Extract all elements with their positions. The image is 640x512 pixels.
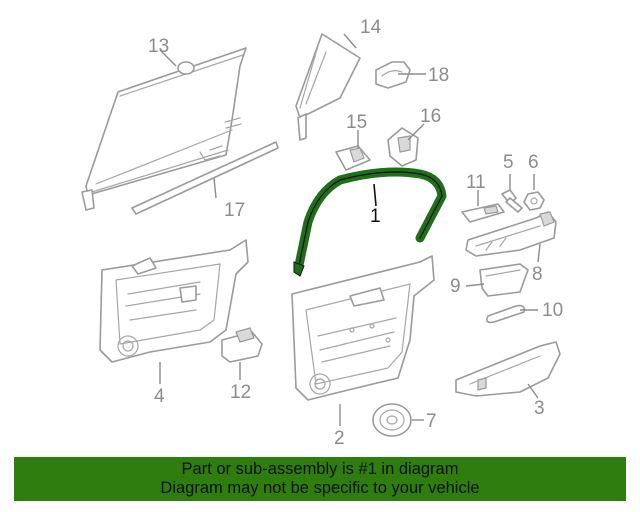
info-banner: Part or sub-assembly is #1 in diagram Di… (14, 457, 626, 501)
part-6-nut[interactable] (523, 191, 545, 211)
part-2-front-door-panel[interactable] (291, 255, 435, 401)
callout-16: 16 (420, 106, 441, 127)
callout-11: 11 (466, 172, 486, 193)
callout-10: 10 (542, 300, 563, 321)
banner-line-1: Part or sub-assembly is #1 in diagram (181, 460, 459, 478)
callout-4: 4 (154, 386, 165, 407)
callout-2: 2 (334, 428, 345, 449)
part-16-bracket[interactable] (387, 127, 419, 167)
parts-diagram: 13 14 18 15 16 17 1 5 6 11 8 9 10 4 12 2… (81, 17, 563, 449)
callout-15: 15 (346, 112, 367, 133)
callout-5: 5 (503, 152, 514, 173)
part-5-screw[interactable] (501, 189, 523, 213)
part-3-handle-trim[interactable] (455, 341, 561, 397)
callout-17: 17 (224, 200, 245, 221)
part-4-rear-door-panel[interactable] (99, 239, 249, 363)
part-18-handle-bezel[interactable] (375, 61, 411, 89)
part-13-sunshade[interactable] (81, 47, 247, 211)
part-1-weatherstrip[interactable] (293, 167, 447, 277)
callout-9: 9 (450, 276, 461, 297)
callout-14: 14 (360, 17, 382, 38)
callout-18: 18 (428, 65, 449, 86)
part-14-trim-panel[interactable] (295, 33, 361, 141)
callout-13: 13 (148, 36, 169, 57)
callout-7: 7 (426, 411, 437, 432)
callout-1: 1 (370, 206, 381, 227)
part-12-switch-module[interactable] (221, 327, 263, 363)
callout-3: 3 (534, 398, 545, 419)
part-7-speaker[interactable] (372, 403, 412, 437)
part-17-belt-strip[interactable] (131, 141, 279, 215)
callout-6: 6 (528, 152, 539, 173)
part-15-clip[interactable] (335, 145, 371, 171)
leader-lines (159, 33, 541, 426)
callout-8: 8 (532, 264, 543, 285)
part-11-switch[interactable] (461, 203, 505, 223)
part-10-pad[interactable] (486, 304, 526, 324)
banner-line-2: Diagram may not be specific to your vehi… (160, 479, 480, 497)
part-8-armrest[interactable] (465, 211, 557, 257)
part-9-pull-cup[interactable] (479, 263, 529, 297)
callout-12: 12 (230, 382, 251, 403)
